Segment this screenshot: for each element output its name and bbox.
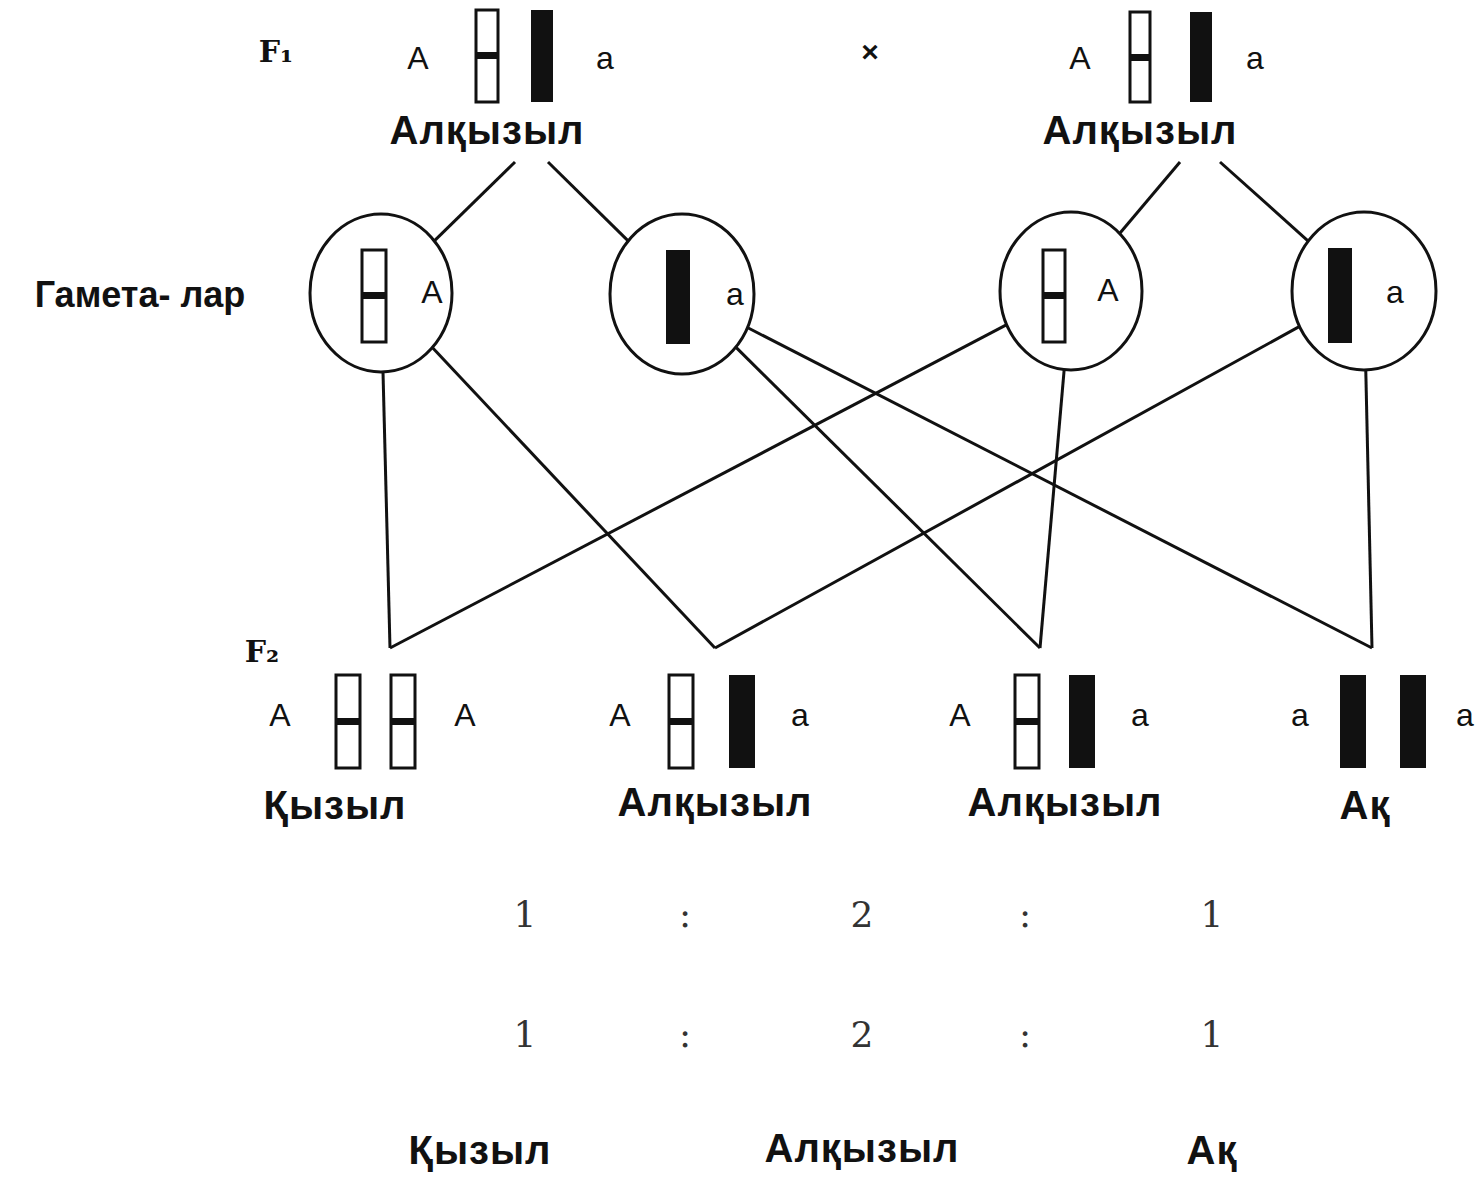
chromosome-light	[362, 250, 386, 342]
gamete-ellipse	[310, 214, 452, 372]
chromosome-band	[391, 718, 415, 725]
chromosome-dark	[1400, 675, 1426, 768]
chromosome-dark	[1328, 248, 1352, 343]
ratio-number: 1	[1201, 1014, 1224, 1055]
phenotype-label: Алқызыл	[1043, 107, 1238, 153]
cross-symbol: ×	[861, 35, 879, 70]
chromosome-band	[1015, 718, 1039, 725]
allele-letter: a	[791, 697, 809, 734]
chromosome-light	[336, 675, 360, 768]
allele-letter: a	[1131, 697, 1149, 734]
allele-letter: A	[949, 697, 970, 734]
allele-letter: A	[1097, 272, 1118, 309]
generation-label: F₂	[245, 635, 279, 670]
parent-genotype: AaАлқызыл	[386, 0, 650, 162]
ratio-colon: :	[1019, 1014, 1031, 1055]
chromosome-light	[476, 10, 498, 102]
ratio-colon: :	[679, 894, 691, 935]
cross-line	[383, 372, 390, 648]
cross-line	[736, 347, 1040, 648]
phenotype-label: Алқызыл	[765, 1125, 960, 1171]
gamete-circle: a	[608, 212, 756, 376]
phenotype-label: Ақ	[1340, 782, 1391, 828]
allele-letter: A	[609, 697, 630, 734]
gamete-outline	[1290, 210, 1438, 372]
ratio-colon: :	[679, 1014, 691, 1055]
offspring-genotype: A A Қызыл	[255, 648, 490, 832]
chromosome-dark	[531, 10, 553, 102]
allele-letter: a	[1456, 697, 1474, 734]
allele-letter: a	[726, 276, 744, 313]
allele-letter: a	[596, 40, 614, 77]
chromosome-light	[1130, 12, 1150, 102]
phenotype-label: Ақ	[1187, 1127, 1238, 1173]
cross-line	[1220, 162, 1308, 241]
allele-letter: a	[1386, 274, 1404, 311]
chromosome-band	[1130, 54, 1150, 61]
phenotype-label: Қызыл	[408, 1127, 551, 1173]
offspring-genotype: AaАлқызыл	[935, 648, 1166, 830]
ratio-number: 1	[1201, 894, 1224, 935]
gamete-outline	[998, 210, 1144, 372]
phenotype-label: Алқызыл	[968, 779, 1163, 825]
cross-line	[432, 348, 715, 648]
chromosome-dark	[1190, 12, 1212, 102]
phenotype-label: Алқызыл	[618, 779, 813, 825]
gamete-ellipse	[1000, 212, 1142, 370]
chromosome-dark	[729, 675, 755, 768]
offspring-genotype: AaАлқызыл	[595, 648, 825, 830]
chromosome-band	[362, 292, 386, 299]
ratio-number: 2	[851, 894, 874, 935]
gamete-ellipse	[610, 214, 754, 374]
gamete-ellipse	[1292, 212, 1436, 370]
allele-letter: A	[1069, 40, 1090, 77]
chromosome-light	[1043, 250, 1065, 342]
allele-letter: A	[421, 274, 442, 311]
ratio-number: 2	[851, 1014, 874, 1055]
cross-line	[1040, 370, 1064, 648]
ratio-number: 1	[514, 1014, 537, 1055]
chromosome-dark	[666, 250, 690, 344]
chromosome-band	[476, 52, 498, 59]
cross-line	[1366, 370, 1372, 648]
chromosome-band	[336, 718, 360, 725]
parent-genotype: AaАлқызыл	[1039, 0, 1290, 162]
allele-letter: a	[1246, 40, 1264, 77]
phenotype-label: Алқызыл	[390, 107, 585, 153]
cross-line	[548, 162, 628, 241]
chromosome-dark	[1069, 675, 1095, 768]
cross-line	[715, 326, 1300, 648]
chromosome-band	[1043, 292, 1065, 299]
gamete-circle: A	[308, 212, 454, 374]
generation-label: F₁	[259, 35, 293, 70]
cross-line	[1120, 162, 1180, 233]
cross-line	[434, 162, 515, 241]
phenotype-label: Қызыл	[263, 782, 406, 828]
chromosome-dark	[1340, 675, 1366, 768]
offspring-genotype: a aАқ	[1278, 648, 1480, 832]
chromosome-light	[1015, 675, 1039, 768]
chromosome-light	[669, 675, 693, 768]
ratio-colon: :	[1019, 894, 1031, 935]
row-label: Гамета- лар	[25, 274, 255, 315]
allele-letter: A	[269, 697, 290, 734]
chromosome-band	[669, 718, 693, 725]
allele-letter: A	[454, 697, 475, 734]
gamete-circle: A	[998, 210, 1144, 372]
allele-letter: A	[407, 40, 428, 77]
allele-letter: a	[1291, 697, 1309, 734]
cross-line	[747, 328, 1372, 648]
chromosome-light	[391, 675, 415, 768]
ratio-number: 1	[514, 894, 537, 935]
gamete-circle: a	[1290, 210, 1438, 372]
